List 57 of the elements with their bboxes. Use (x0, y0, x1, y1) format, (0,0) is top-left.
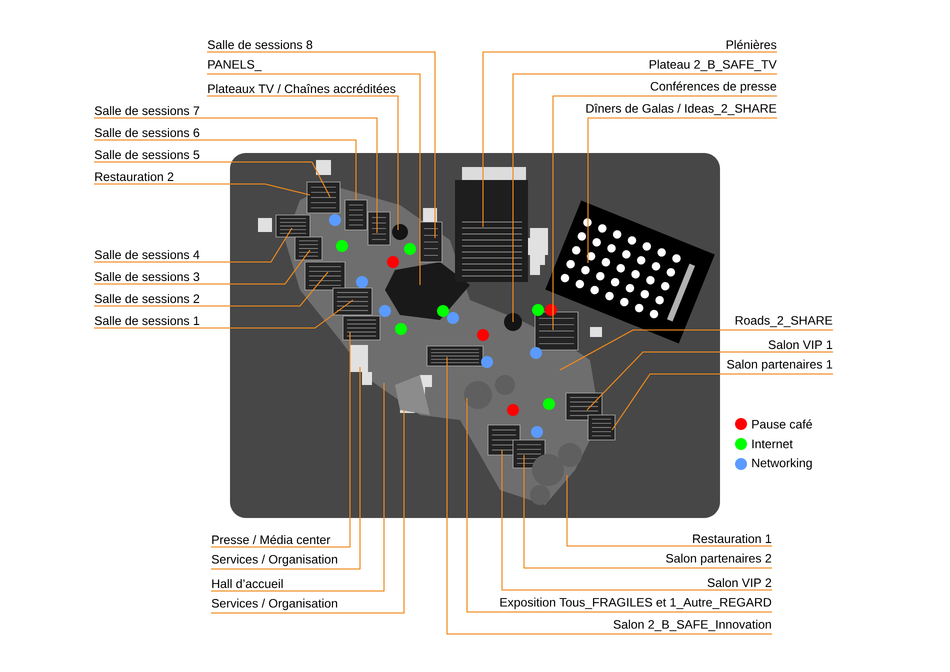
leader-line (94, 139, 357, 200)
leader-line (482, 51, 777, 227)
leader-line (94, 183, 310, 196)
leader-line (211, 332, 351, 548)
leader-line (446, 357, 772, 635)
leader-line (560, 329, 834, 370)
room-label: Services / Organisation (212, 598, 338, 610)
leader-line (211, 410, 405, 614)
leader-line (94, 228, 292, 263)
room-label: Plénières (726, 40, 776, 50)
legend-label: Pause café (752, 419, 812, 429)
leader-line (466, 398, 772, 613)
legend-label: Networking (752, 458, 812, 470)
leader-line (552, 95, 777, 330)
room-label: Salon partenaires 2 (666, 554, 772, 566)
room-label: Exposition Tous_FRAGILES et 1_Autre_REGARD (500, 598, 772, 610)
room-label: Salle de sessions 4 (94, 250, 200, 260)
leader-line (207, 51, 436, 238)
room-label: Plateau 2_B_SAFE_TV (650, 60, 777, 72)
room-label: Salle de sessions 7 (94, 106, 200, 116)
leader-line (94, 272, 328, 307)
room-label: Restauration 2 (95, 172, 174, 182)
leader-line (587, 117, 777, 263)
legend-label: Internet (752, 440, 793, 448)
leader-line (566, 475, 772, 547)
room-label: Presse / Média center (212, 534, 330, 544)
leader-line (612, 373, 834, 430)
leader-line (501, 450, 772, 591)
leader-line (207, 95, 399, 230)
room-label: Dîners de Galas / Ideas_2_SHARE (586, 104, 776, 116)
room-label: Salon VIP 2 (708, 578, 772, 588)
room-label: Restauration 1 (693, 534, 772, 544)
room-label: PANELS_ (208, 60, 262, 72)
leader-line (512, 73, 777, 322)
leader-line (211, 367, 361, 570)
room-label: Salon 2_B_SAFE_Innovation (614, 620, 771, 632)
leader-line (94, 117, 378, 233)
room-label: Salon partenaires 1 (727, 360, 832, 372)
room-label: Salle de sessions 6 (94, 128, 200, 138)
room-label: Hall d’accueil (212, 579, 283, 588)
leader-line (586, 351, 834, 410)
room-label: Salle de sessions 8 (208, 40, 312, 50)
leader-line (94, 161, 330, 198)
leader-line (211, 383, 385, 592)
room-label: Salon VIP 1 (768, 340, 832, 350)
room-label: Conférences de presse (650, 82, 776, 94)
room-label: Plateaux TV / Chaînes accréditées (208, 84, 396, 94)
room-label: Services / Organisation (212, 554, 338, 566)
leader-line (94, 250, 310, 285)
room-label: Salle de sessions 3 (94, 272, 200, 282)
room-label: Roads_2_SHARE (736, 316, 832, 328)
leader-line (94, 300, 354, 329)
room-label: Salle de sessions 2 (94, 294, 200, 304)
room-label: Salle de sessions 1 (94, 316, 200, 326)
room-label: Salle de sessions 5 (94, 150, 200, 160)
leader-line (207, 73, 421, 285)
leader-line (523, 455, 772, 569)
